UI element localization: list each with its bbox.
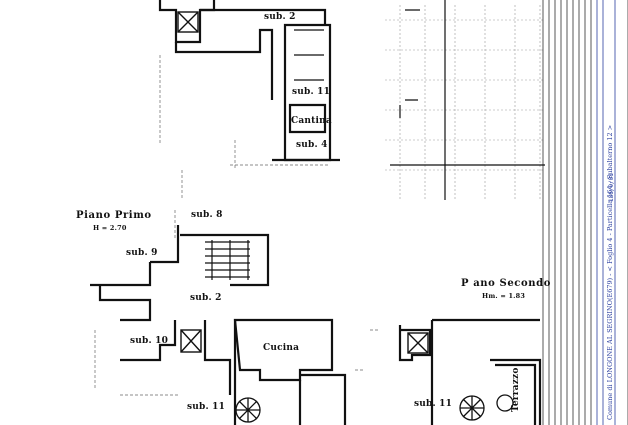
floor-height-primo: H = 2.70 [93,224,127,232]
room-label-sub9: sub. 9 [126,248,158,258]
room-label-sub2-upper: sub. 2 [264,12,296,22]
room-label-sub10: sub. 10 [130,336,169,346]
room-label-sub4: sub. 4 [296,140,328,150]
room-label-terrazzo: Terrazzo [511,367,521,412]
floor-title-primo: Piano Primo [76,210,152,221]
cadastral-reference-text: Comune di LONGONE AL SEGRINO(E679) - < F… [606,124,614,420]
room-label-sub11-secondo: sub. 11 [414,399,453,409]
room-label-cantina: Cantina [291,116,332,126]
margin-code: 186/9/01 [608,173,615,202]
room-label-sub8: sub. 8 [191,210,223,220]
floor-title-secondo: P ano Secondo [461,278,551,289]
room-label-sub11-primo: sub. 11 [187,402,226,412]
floor-height-secondo: Hm. = 1.83 [482,292,526,300]
room-label-cucina: Cucina [263,343,300,353]
room-label-sub11-upper: sub. 11 [292,87,331,97]
room-label-sub2-middle: sub. 2 [190,293,222,303]
